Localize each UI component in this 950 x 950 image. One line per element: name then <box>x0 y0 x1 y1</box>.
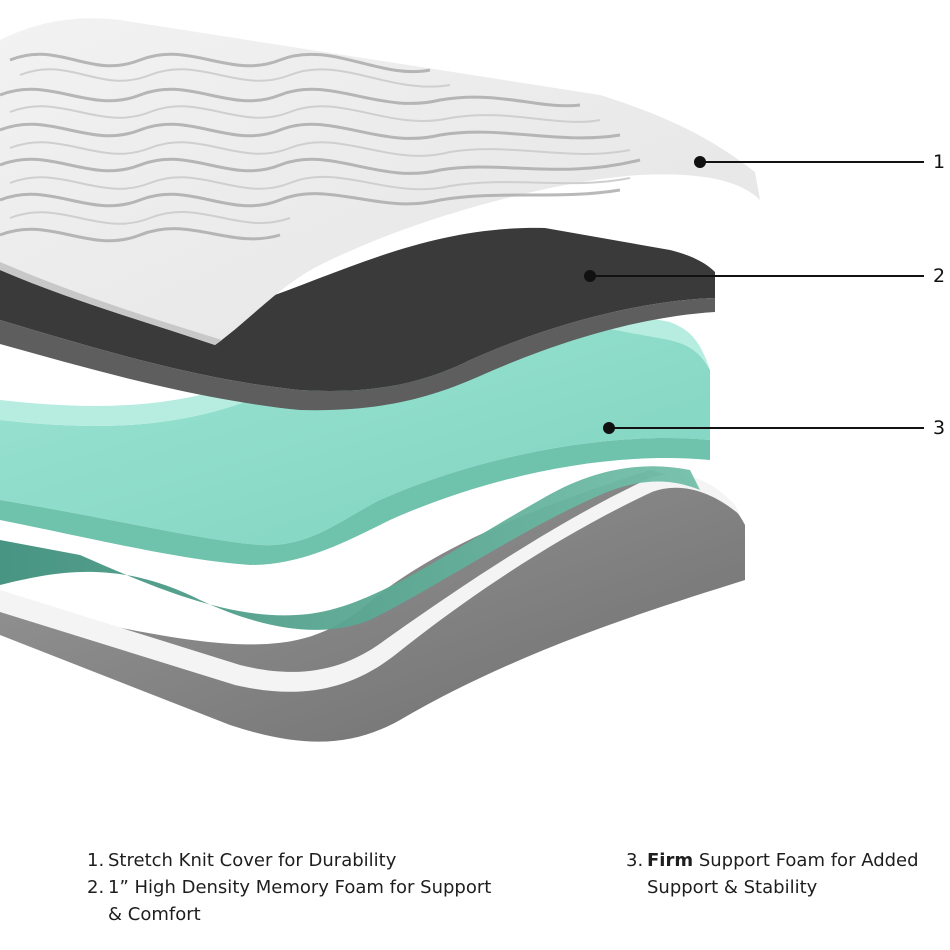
callout-number-3: 3 <box>933 417 946 439</box>
legend-left: 1. Stretch Knit Cover for Durability 2. … <box>87 847 567 928</box>
legend-text: Stretch Knit Cover for Durability <box>108 850 397 871</box>
legend-text-rest: Support Foam for Added <box>693 850 919 871</box>
callout-number-1: 1 <box>933 151 946 173</box>
base-tray-layer <box>0 466 745 742</box>
legend-text-line: Firm Support Foam for Added <box>647 847 919 874</box>
legend-index: 3. <box>626 850 644 871</box>
legend-index: 2. <box>87 877 105 898</box>
leader-dot-1 <box>694 156 706 168</box>
legend-item-1: 1. Stretch Knit Cover for Durability <box>87 847 567 874</box>
callout-number-2: 2 <box>933 265 946 287</box>
legend-item-2: 2. 1” High Density Memory Foam for Suppo… <box>87 874 567 928</box>
legend-right: 3. Firm Support Foam for Added Support &… <box>626 847 946 901</box>
leader-dot-2 <box>584 270 596 282</box>
legend-text-line: & Comfort <box>108 904 201 925</box>
legend-text-wrap: Firm Support Foam for Added Support & St… <box>647 847 919 901</box>
leader-dot-3 <box>603 422 615 434</box>
callout-leaders <box>584 156 924 434</box>
legend-text-line: Support & Stability <box>647 877 818 898</box>
mattress-layers-illustration <box>0 18 924 742</box>
legend-bold-word: Firm <box>647 850 694 871</box>
knit-cover-layer <box>0 18 760 346</box>
legend-item-3: 3. Firm Support Foam for Added Support &… <box>626 847 946 901</box>
legend-text-line: 1” High Density Memory Foam for Support <box>108 877 492 898</box>
memory-foam-layer <box>0 227 715 411</box>
legend-text-wrap: 1” High Density Memory Foam for Support … <box>108 874 491 928</box>
legend-index: 1. <box>87 850 105 871</box>
